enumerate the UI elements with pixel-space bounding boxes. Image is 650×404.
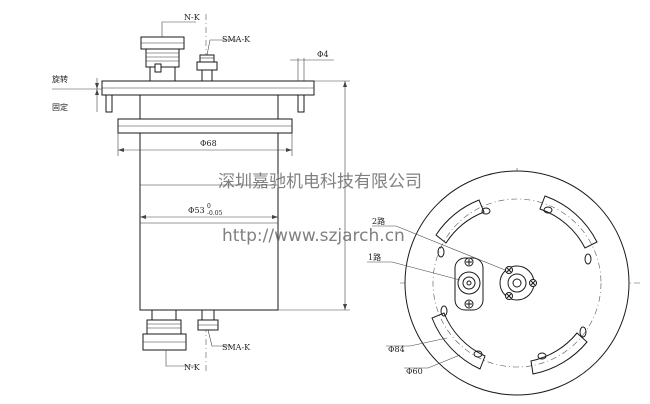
pitch-circle [432,198,602,368]
tol-upper-label: 0 [207,203,211,210]
watermark-company: 深圳嘉驰机电科技有限公司 [218,172,422,192]
side-view: N-K SMA-K Φ4 旋转 固定 Φ68 Φ53 0 -0.05 SMA-K… [52,13,350,372]
slot-holes [437,206,592,360]
ch2-leader [372,225,506,271]
sma-top-label: SMA-K [222,35,251,44]
right-pin [297,94,305,113]
plan-view: 2路 1路 Φ84 Φ60 [367,168,640,398]
top-nk-connector [140,36,185,82]
upper-body [139,94,279,120]
ch1-label: 1路 [368,252,381,262]
phi53-label: Φ53 [188,206,205,215]
nk-top-label: N-K [184,13,201,22]
phi84-leader [386,337,448,347]
ch1-leader [367,261,461,281]
bottom-sma-connector [197,309,219,331]
phi84-label: Φ84 [388,345,405,354]
arc-slots [431,195,598,375]
main-body [139,132,279,311]
tol-lower-label: -0.05 [207,210,223,217]
top-sma-connector [196,54,218,82]
phi60-label: Φ60 [406,367,423,376]
nk-bottom-label: N-K [184,363,201,372]
ch2-label: 2路 [372,216,385,226]
watermark-url: http://www.szjarch.cn [222,226,405,246]
bottom-nk-connector [142,309,187,351]
center-sma [499,265,537,301]
fixed-label: 固定 [52,102,68,112]
phi4-label: Φ4 [317,50,329,59]
rotate-label: 旋转 [52,74,68,84]
phi68-label: Φ68 [200,139,217,148]
central-plate [454,257,484,311]
phi60-leader [404,354,461,369]
sma-bottom-label: SMA-K [222,343,251,352]
left-pin [105,94,113,113]
